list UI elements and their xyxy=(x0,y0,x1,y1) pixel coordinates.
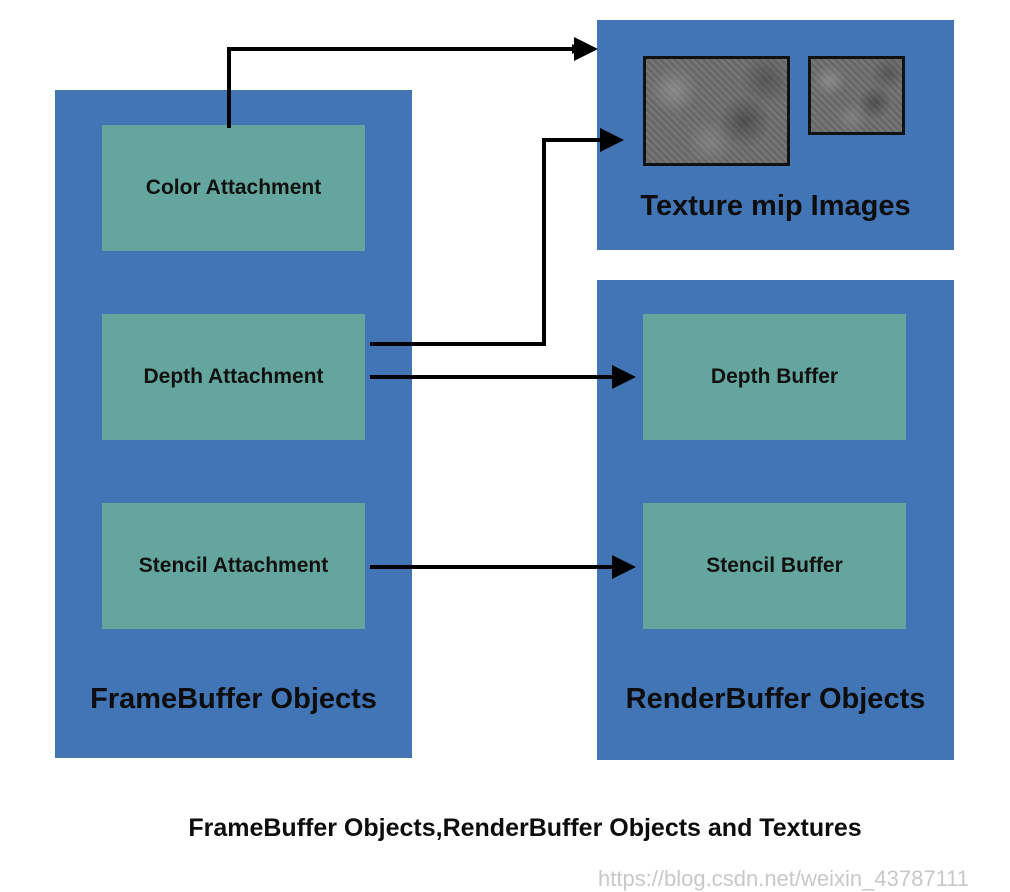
color-attachment-box: Color Attachment xyxy=(102,125,365,251)
color-attachment-label: Color Attachment xyxy=(145,176,322,199)
stencil-buffer-label: Stencil Buffer xyxy=(706,554,843,577)
depth-buffer-label: Depth Buffer xyxy=(710,365,839,388)
texture-mip-image-large xyxy=(643,56,790,166)
figure-caption: FrameBuffer Objects,RenderBuffer Objects… xyxy=(188,814,862,842)
texture-mip-images-title: Texture mip Images xyxy=(640,190,911,222)
framebuffer-objects-title: FrameBuffer Objects xyxy=(90,683,377,715)
arrowhead-color-to-texture xyxy=(574,37,598,61)
stencil-attachment-box: Stencil Attachment xyxy=(102,503,365,629)
renderbuffer-objects-title: RenderBuffer Objects xyxy=(625,683,926,715)
depth-attachment-label: Depth Attachment xyxy=(143,365,324,388)
depth-attachment-box: Depth Attachment xyxy=(102,314,365,440)
depth-buffer-box: Depth Buffer xyxy=(643,314,906,440)
texture-mip-image-small xyxy=(808,56,905,135)
watermark-url: https://blog.csdn.net/weixin_43787111 xyxy=(598,866,970,891)
stencil-buffer-box: Stencil Buffer xyxy=(643,503,906,629)
stencil-attachment-label: Stencil Attachment xyxy=(138,554,329,577)
